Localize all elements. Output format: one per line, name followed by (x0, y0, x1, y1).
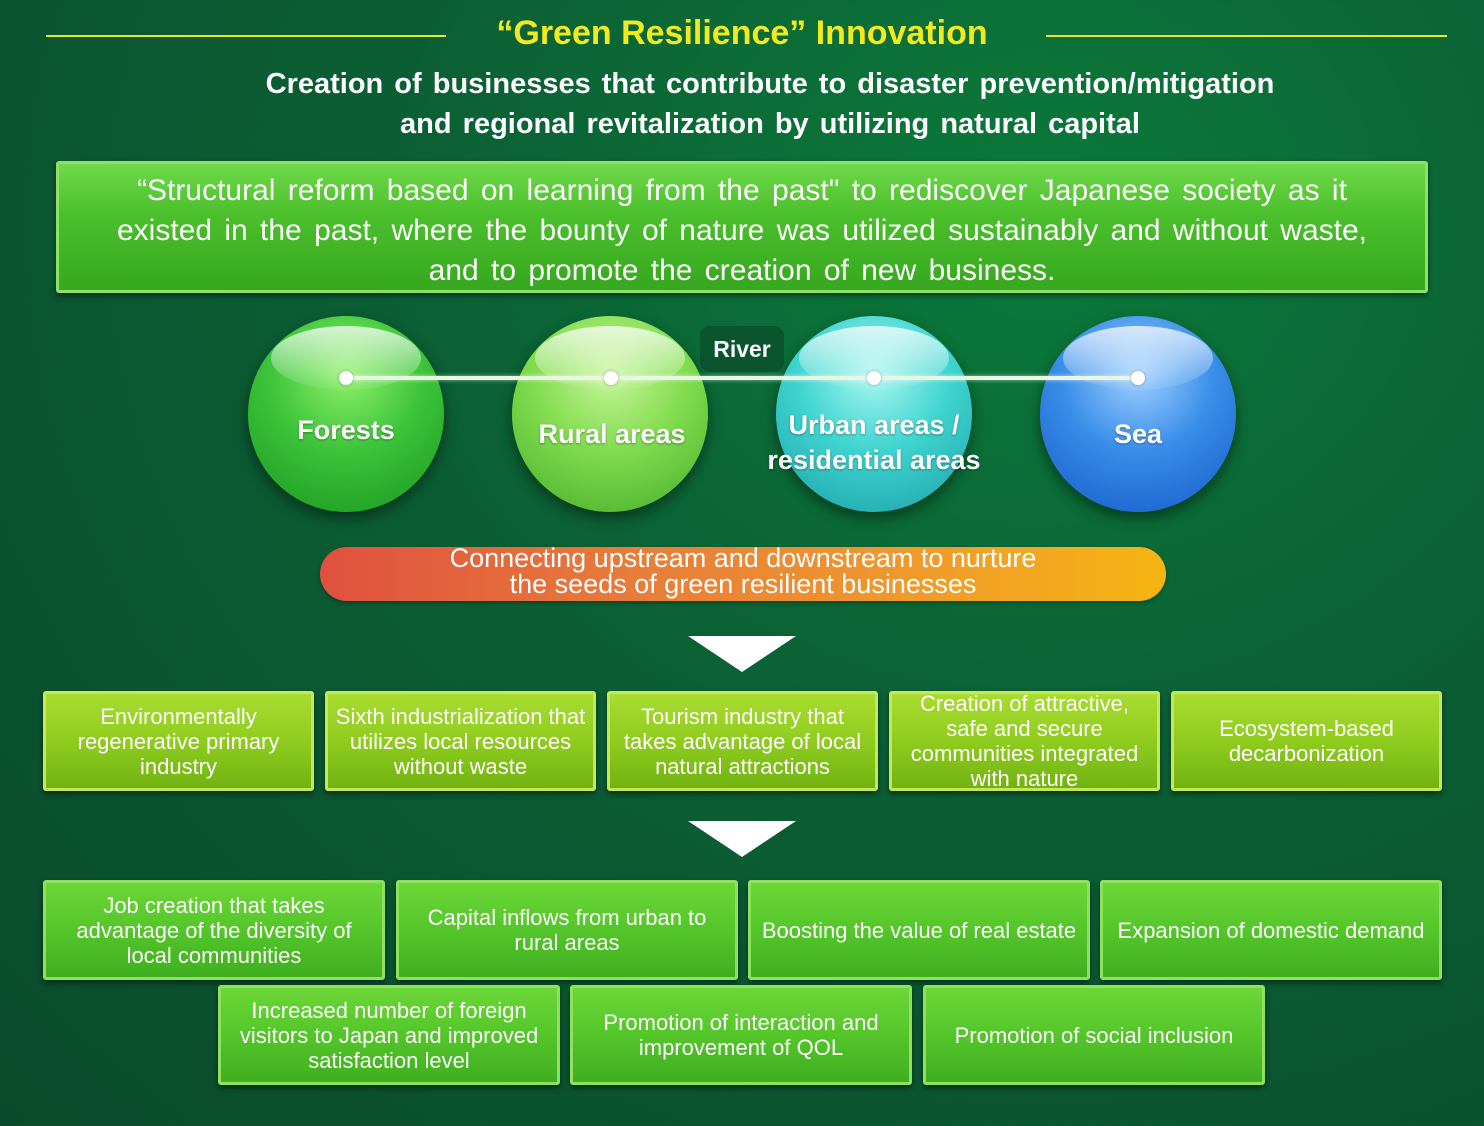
outcome-box-real-estate: Boosting the value of real estate (748, 880, 1090, 980)
box-line: visitors to Japan and improved (239, 1022, 539, 1048)
box-line: natural attractions (655, 753, 830, 779)
rural-areas-sphere (512, 316, 708, 512)
connector-pill (320, 547, 1166, 601)
outcome-box-job-creation: Job creation that takes advantage of the… (43, 880, 385, 980)
box-line: with nature (970, 766, 1079, 791)
banner-line-1: “Structural reform based on learning fro… (137, 174, 1347, 207)
box-line: Ecosystem-based (1219, 716, 1394, 741)
box-line: regenerative primary (77, 728, 280, 754)
structural-reform-banner: “Structural reform based on learning fro… (56, 161, 1428, 293)
business-box-tourism: Tourism industry that takes advantage of… (607, 691, 878, 791)
outcome-box-foreign-visitors: Increased number of foreign visitors to … (218, 985, 560, 1085)
box-line: Capital inflows from urban to (427, 905, 707, 930)
connector-text: Connecting upstream and downstream to nu… (320, 543, 1166, 599)
box-line: satisfaction level (308, 1047, 470, 1073)
river-node-sea (1131, 371, 1145, 385)
river-node-rural (604, 371, 618, 385)
title-rule-right (1046, 35, 1447, 37)
box-line: Expansion of domestic demand (1117, 917, 1425, 943)
box-line: Environmentally (100, 703, 257, 729)
box-line: Increased number of foreign (251, 997, 527, 1023)
outcome-box-capital-inflows: Capital inflows from urban to rural area… (396, 880, 738, 980)
box-line: advantage of the diversity of (76, 917, 352, 943)
forests-label: Forests (297, 415, 395, 445)
outcome-box-social-inclusion: Promotion of social inclusion (923, 985, 1265, 1085)
box-line: Boosting the value of real estate (761, 917, 1077, 943)
business-box-communities: Creation of attractive, safe and secure … (889, 691, 1160, 791)
box-line: safe and secure (946, 716, 1103, 741)
subtitle-line-2: and regional revitalization by utilizing… (400, 108, 1140, 140)
urban-label-line-2: residential areas (767, 445, 981, 475)
connector-line-2: the seeds of green resilient businesses (509, 569, 977, 599)
box-line: Sixth industrialization that (335, 703, 586, 729)
banner-line-2: existed in the past, where the bounty of… (116, 214, 1368, 247)
river-label: River (700, 326, 784, 372)
sea-sphere (1040, 316, 1236, 512)
urban-label-line-1: Urban areas / (788, 410, 960, 440)
outcome-box-qol: Promotion of interaction and improvement… (570, 985, 912, 1085)
chevron-down-icon (688, 821, 796, 857)
business-box-primary-industry: Environmentally regenerative primary ind… (43, 691, 314, 791)
connector-line-1: Connecting upstream and downstream to nu… (449, 543, 1037, 573)
river-line (346, 376, 1138, 380)
box-line: rural areas (514, 930, 620, 955)
business-box-sixth-industrialization: Sixth industrialization that utilizes lo… (325, 691, 596, 791)
business-box-decarbonization: Ecosystem-based decarbonization (1171, 691, 1442, 791)
box-line: takes advantage of local (623, 728, 862, 754)
river-node-forests (339, 371, 353, 385)
box-line: Creation of attractive, (919, 691, 1130, 716)
sea-label: Sea (1113, 419, 1163, 449)
box-line: local communities (126, 942, 302, 968)
box-line: Promotion of social inclusion (954, 1022, 1234, 1048)
outcome-box-domestic-demand: Expansion of domestic demand (1100, 880, 1442, 980)
rural-areas-label: Rural areas (538, 419, 686, 449)
box-line: improvement of QOL (638, 1035, 844, 1060)
urban-areas-label: Urban areas / residential areas (744, 408, 1004, 478)
page-subtitle: Creation of businesses that contribute t… (0, 64, 1484, 144)
box-line: Tourism industry that (641, 703, 844, 729)
box-line: industry (139, 753, 218, 779)
box-line: decarbonization (1228, 741, 1385, 766)
box-line: Job creation that takes (103, 892, 325, 918)
box-line: without waste (393, 753, 528, 779)
river-node-urban (867, 371, 881, 385)
subtitle-line-1: Creation of businesses that contribute t… (265, 68, 1275, 100)
chevron-down-icon (688, 636, 796, 672)
banner-line-3: and to promote the creation of new busin… (428, 254, 1056, 287)
box-line: communities integrated (910, 741, 1139, 766)
title-rule-left (46, 35, 446, 37)
box-line: Promotion of interaction and (603, 1010, 879, 1035)
box-line: utilizes local resources (349, 728, 572, 754)
page-title: “Green Resilience” Innovation (496, 14, 988, 52)
